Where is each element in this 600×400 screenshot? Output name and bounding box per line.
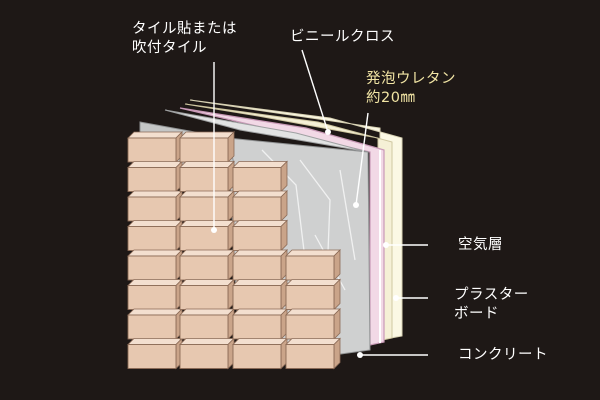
tile-top [286, 250, 340, 256]
tile [180, 256, 228, 280]
tile [233, 256, 281, 280]
urethane-label-line1: 発泡ウレタン [366, 70, 456, 89]
tile [128, 227, 176, 251]
tile [128, 315, 176, 339]
tile [180, 227, 228, 251]
tile [128, 345, 176, 369]
plaster-board-label: プラスター ボード [454, 286, 529, 324]
tile [128, 197, 176, 221]
tile-top [180, 280, 234, 286]
tile-top [128, 250, 182, 256]
tile-top [128, 309, 182, 315]
plaster-label-line1: プラスター [454, 286, 529, 305]
tile-top [286, 339, 340, 345]
tile-top [128, 221, 182, 227]
tile-top [128, 280, 182, 286]
tile [233, 197, 281, 221]
tile-top [128, 162, 182, 168]
plaster-label-line2: ボード [454, 305, 529, 324]
tile-top [233, 221, 287, 227]
tile [286, 286, 334, 310]
tile [233, 315, 281, 339]
tile [286, 256, 334, 280]
tile-top [180, 221, 234, 227]
tile-top [180, 250, 234, 256]
vinyl-cloth-leader-line [302, 50, 328, 132]
tile-label: タイル貼または 吹付タイル [132, 20, 237, 58]
tile-top [128, 132, 182, 138]
tile-top [128, 191, 182, 197]
tile [180, 138, 228, 162]
tile-top [233, 250, 287, 256]
tile-top [233, 162, 287, 168]
urethane-label-line2: 約20㎜ [366, 89, 456, 108]
tile-top [180, 339, 234, 345]
tile [128, 168, 176, 192]
vinyl-cloth-label: ビニールクロス [290, 28, 395, 47]
tile-top [180, 309, 234, 315]
tile [233, 345, 281, 369]
tile [286, 345, 334, 369]
tile-top [128, 339, 182, 345]
tile-top [180, 162, 234, 168]
tile-top [233, 339, 287, 345]
tile-top [233, 309, 287, 315]
tile [128, 286, 176, 310]
tile [128, 256, 176, 280]
urethane-foam-label: 発泡ウレタン 約20㎜ [366, 70, 456, 108]
tile [180, 345, 228, 369]
air-layer-label: 空気層 [458, 236, 503, 255]
tile [286, 315, 334, 339]
tile [233, 286, 281, 310]
tile [233, 227, 281, 251]
tile-top [286, 309, 340, 315]
tile-top [233, 191, 287, 197]
tile [233, 168, 281, 192]
tile [128, 138, 176, 162]
tile-label-line2: 吹付タイル [132, 39, 237, 58]
tile-top [180, 132, 234, 138]
tile [180, 197, 228, 221]
tile [180, 315, 228, 339]
tile-label-line1: タイル貼または [132, 20, 237, 39]
tile-top [286, 280, 340, 286]
tile [180, 168, 228, 192]
tile [180, 286, 228, 310]
tile-top [233, 280, 287, 286]
concrete-label: コンクリート [458, 346, 548, 365]
tile-top [180, 191, 234, 197]
